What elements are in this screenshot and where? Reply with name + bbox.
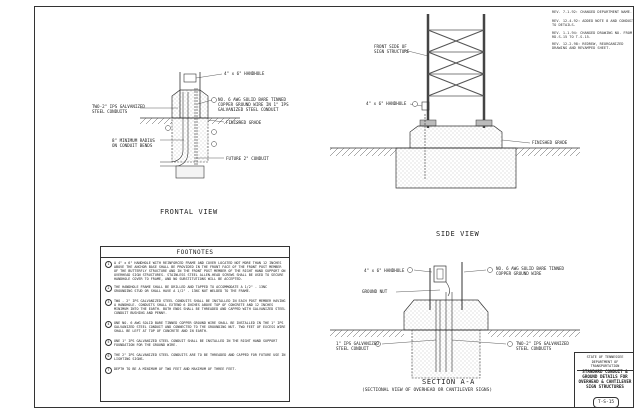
revision-note: REV. 1-1-94: CHANGED DRAWING NO. FROM RD… (552, 31, 633, 40)
frontal-ground-wire-label: NO. 6 AWG SOLID BARE TINNED COPPER GROUN… (218, 97, 289, 112)
frontal-bend-radius-label: 8" MINIMUM RADIUS ON CONDUIT BENDS (112, 138, 155, 148)
footnote-text: ONE NO. 6 AWG SOLID BARE TINNED COPPER G… (114, 321, 286, 333)
side-handhole-label: 4" x 6" HANDHOLE (366, 101, 407, 106)
sheet-border (34, 6, 634, 408)
title-block: STATE OF TENNESSEE DEPARTMENT OF TRANSPO… (574, 352, 634, 408)
revision-note: REV. 7-1-92: CHANGED DEPARTMENT NAME. (552, 10, 633, 14)
frontal-future-conduit-label: FUTURE 2" CONDUIT (226, 156, 269, 161)
footnote-number: 7 (105, 367, 112, 374)
section-aa-drawing (330, 262, 580, 379)
drawing-title: STANDARD CONDUIT & GROUND DETAILS FOR OV… (578, 369, 632, 389)
section-ips-conduit-label: 1" IPS GALVANIZED STEEL CONDUIT (336, 341, 379, 351)
footnote-number: 4 (105, 321, 112, 328)
footnote-number: 3 (105, 299, 112, 306)
footnote-number: 6 (105, 353, 112, 360)
section-aa-subtitle: (SECTIONAL VIEW OF OVERHEAD OR CANTILEVE… (362, 388, 493, 393)
section-ground-nut-label: GROUND NUT (362, 289, 388, 294)
side-view-title: SIDE VIEW (436, 230, 480, 238)
title-block-department: DEPARTMENT OF TRANSPORTATION (577, 360, 633, 371)
frontal-view-drawing (140, 72, 240, 179)
footnote-text: DEPTH TO BE A MINIMUM OF TWO FEET AND MA… (114, 367, 237, 371)
section-handhole-label: 4" x 6" HANDHOLE (364, 268, 405, 273)
revision-note: REV. 12-4-92: ADDED NOTE 8 AND CONDUIT T… (552, 19, 635, 28)
footnote-text: THE HANDHOLE FRAME SHALL BE DRILLED AND … (114, 285, 268, 293)
frontal-finished-grade-label: FINISHED GRADE (226, 120, 262, 125)
footnote-text: ONE 1" IPS GALVANIZED STEEL CONDUIT SHAL… (114, 339, 278, 347)
sheet-number: T-S-15 (593, 397, 619, 408)
footnote-text: A 4" x 6" HANDHOLE WITH REINFORCED FRAME… (114, 261, 286, 281)
side-front-of-sign-label: FRONT SIDE OF SIGN STRUCTURE (374, 44, 410, 54)
frontal-view-title: FRONTAL VIEW (160, 208, 218, 216)
frontal-two-inch-conduit-label: TWO-2" IPS GALVANIZED STEEL CONDUITS (92, 104, 145, 114)
footnote-number: 2 (105, 285, 112, 292)
side-view-drawing (330, 14, 580, 189)
footnote-text: TWO - 2" IPS GALVANIZED STEEL CONDUITS S… (114, 299, 286, 315)
revision-note: REV. 12-2-98: REDREW, REORGANIZED DRAWIN… (552, 42, 624, 51)
section-ground-wire-label: NO. 6 AWG SOLID BARE TINNED COPPER GROUN… (496, 266, 565, 276)
frontal-handhole-label: 4" x 6" HANDHOLE (224, 71, 265, 76)
title-block-state: STATE OF TENNESSEE (586, 355, 624, 359)
footnote-number: 1 (105, 261, 112, 268)
footnotes-title: FOOTNOTES (176, 249, 214, 256)
footnotes-divider (101, 257, 289, 258)
footnote-number: 5 (105, 339, 112, 346)
section-two-inch-conduit-label: TWO-2" IPS GALVANIZED STEEL CONDUITS (516, 341, 569, 351)
footnote-text: THE 2" IPS GALVANIZED STEEL CONDUITS ARE… (114, 353, 286, 361)
section-aa-title: SECTION A-A (422, 378, 475, 386)
side-finished-grade-label: FINISHED GRADE (532, 140, 568, 145)
